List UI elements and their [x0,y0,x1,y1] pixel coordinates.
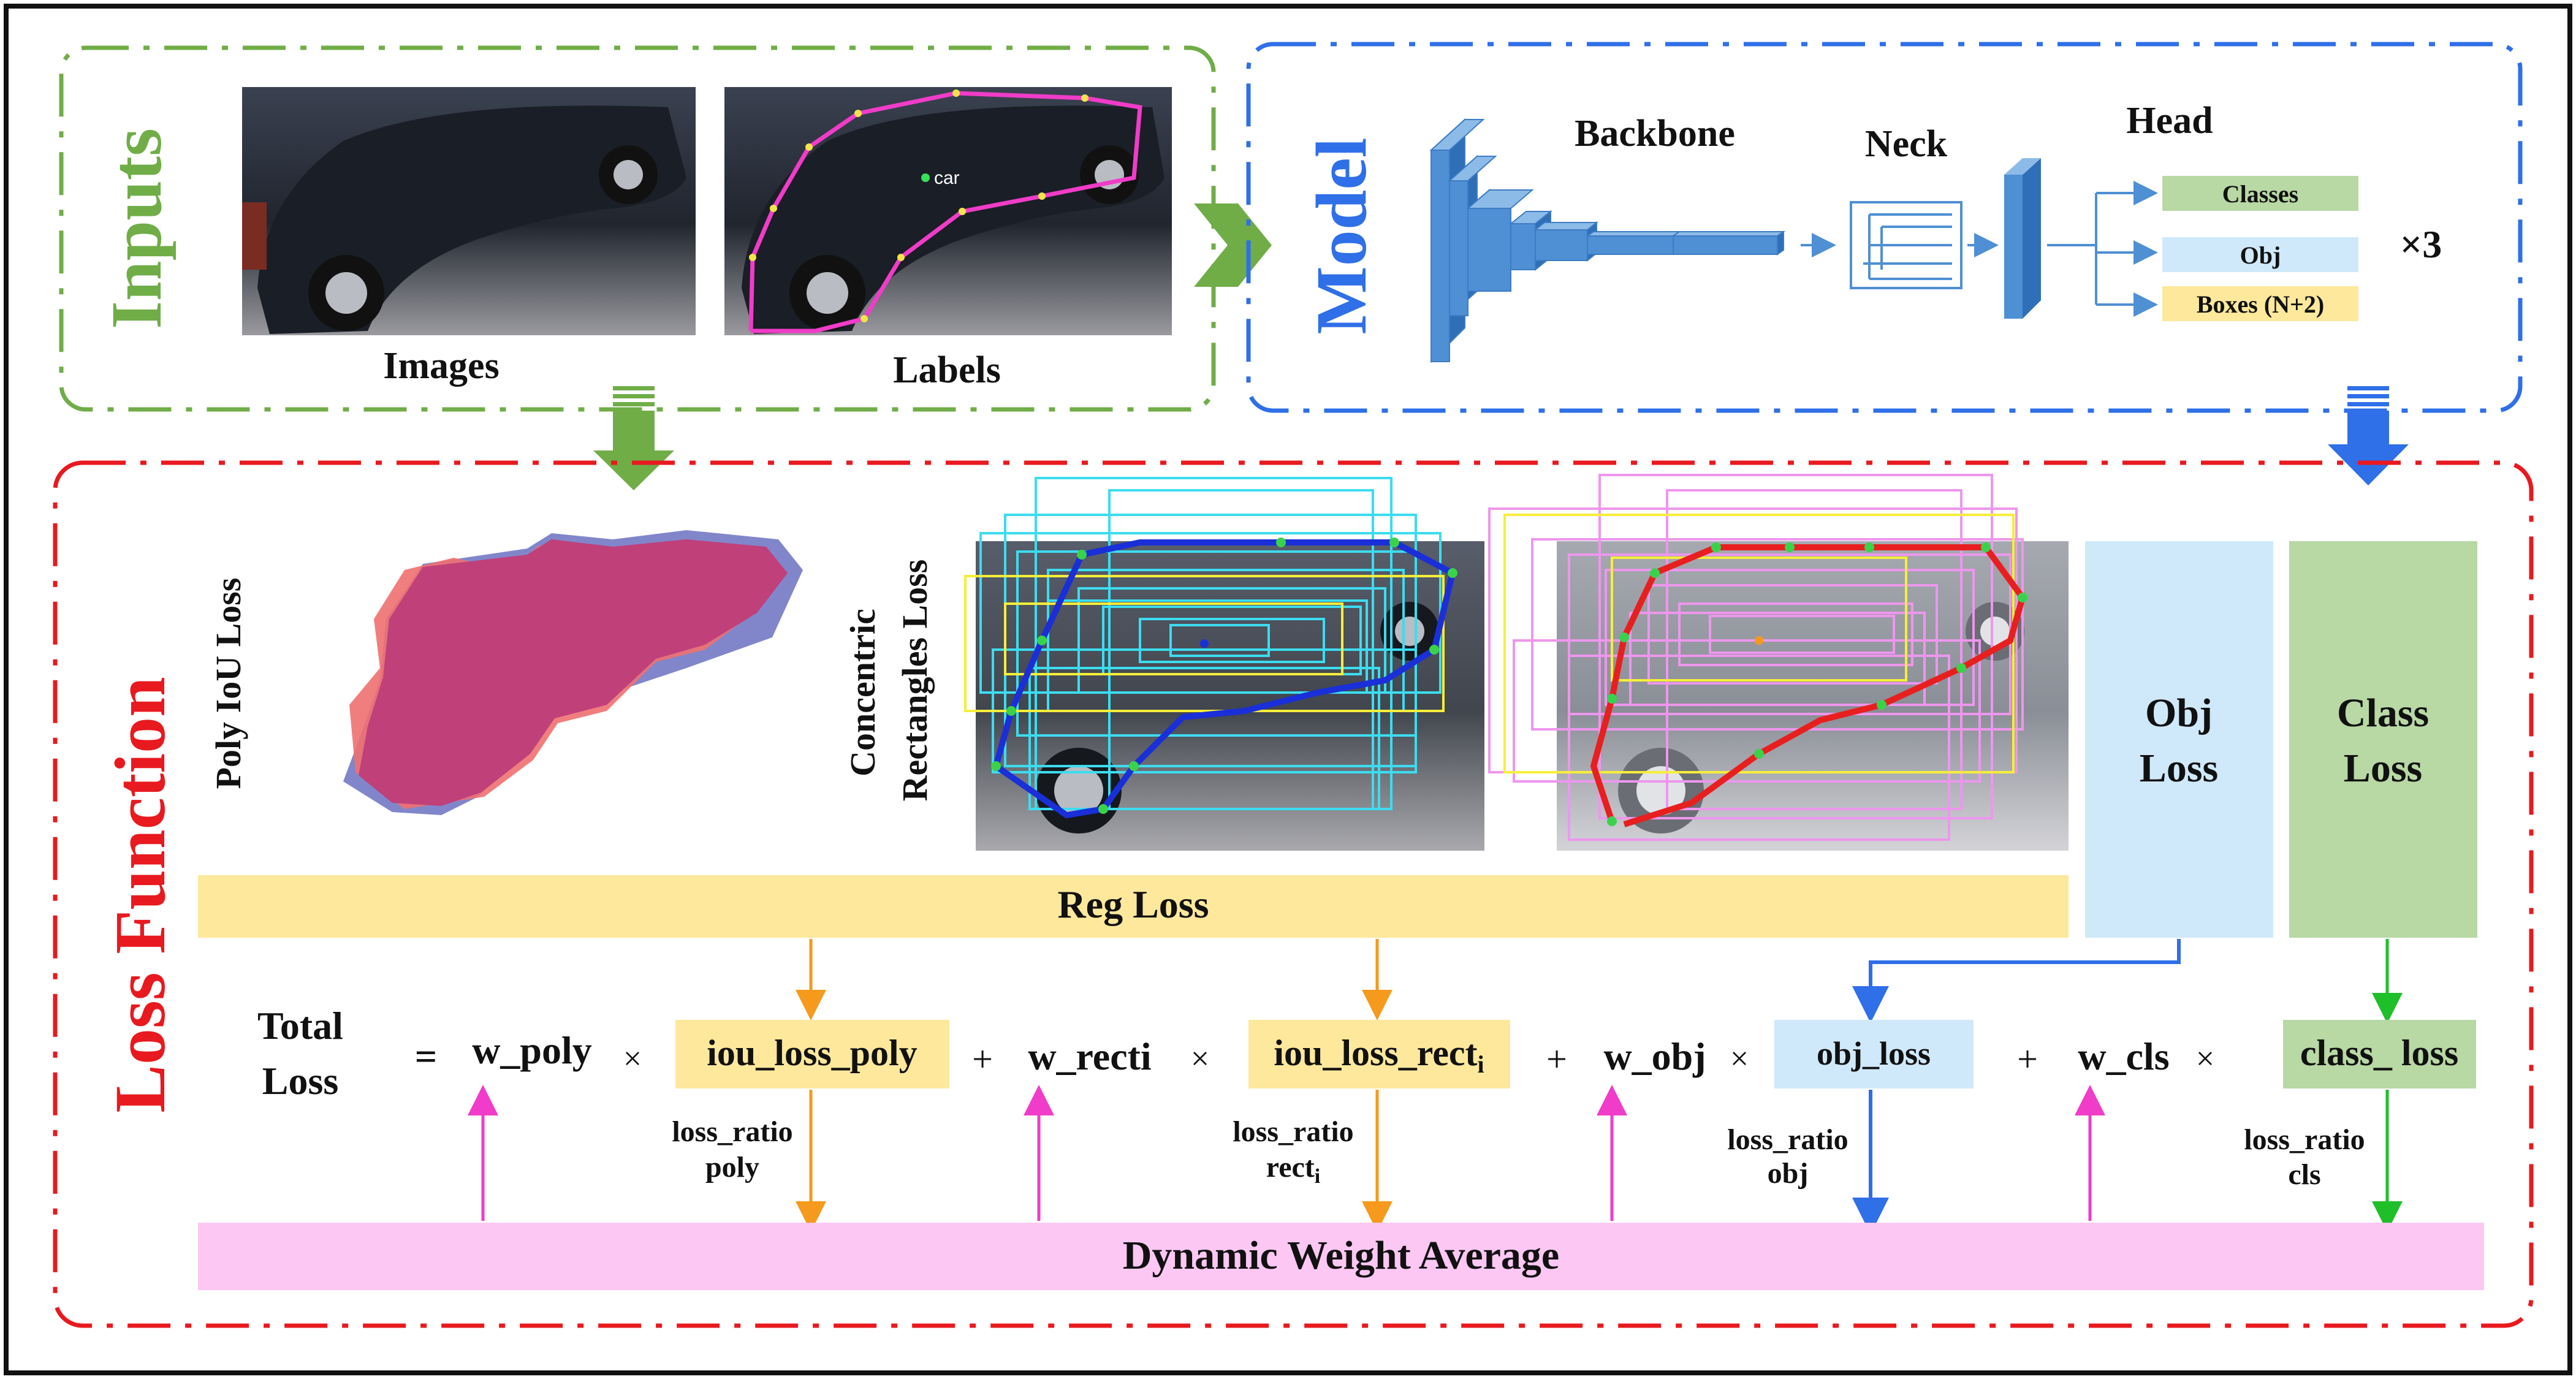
cls-ratio-label-1: loss_ratio [2244,1123,2365,1156]
concentric-blue-image [964,477,1484,851]
rect-ratio-text: rect [1266,1151,1315,1183]
plus-sign-1: + [972,1039,993,1079]
inputs-title: Inputs [96,128,177,329]
w-recti-term: w_recti [1028,1035,1151,1078]
poly-iou-label: Poly IoU Loss [208,578,248,789]
class-loss-label-2: Loss [2344,746,2422,791]
obj-to-equation-arrow [1852,939,2181,1023]
concentric-label-1: Concentric [843,609,883,777]
reg-loss-label: Reg Loss [1057,883,1209,926]
obj-output-label: Obj [2240,241,2281,269]
concentric-red-image [1488,474,2069,851]
model-title: Model [1301,137,1381,334]
class-loss-label-1: Class [2337,691,2429,735]
inputs-down-arrow [593,386,674,490]
total-loss-label-1: Total [257,1004,343,1047]
car-tag-dot [921,173,930,182]
total-loss-label-2: Loss [262,1059,339,1103]
poly-ratio-label-1: loss_ratio [672,1115,792,1148]
w-obj-term: w_obj [1603,1035,1706,1078]
obj-ratio-label-1: loss_ratio [1727,1123,1848,1156]
boxes-output-label: Boxes (N+2) [2197,291,2324,318]
head-label: Head [2126,100,2213,142]
poly-ratio-label-2: poly [705,1151,759,1183]
boxes-output-box [2162,286,2358,321]
obj-ratio-label-2: obj [1768,1157,1809,1190]
backbone-blocks [1429,118,1786,363]
images-label: Images [383,345,499,387]
loss-title: Loss Function [100,677,180,1112]
iou-loss-rect-box [1248,1020,1510,1088]
times-sign-2: × [1191,1040,1209,1077]
outer-frame [4,4,2572,1375]
times-sign-1: × [623,1040,642,1077]
dwa-label: Dynamic Weight Average [1123,1233,1559,1278]
classes-output-box [2162,176,2358,211]
cls-ratio-label-2: cls [2288,1158,2320,1191]
times-sign-3: × [1730,1040,1749,1077]
polygon-annotation [748,91,1142,333]
backbone-label: Backbone [1575,113,1735,154]
multiplier-label: ×3 [2400,222,2442,266]
plus-sign-2: + [1546,1039,1567,1079]
neck-block [1850,201,1962,289]
inputs-panel [59,45,1216,412]
head-block [2004,158,2041,319]
head-branches [2047,181,2158,317]
input-image [242,87,696,335]
w-poly-term: w_poly [472,1028,592,1072]
iou-loss-rect-text: iou_loss_rect [1274,1033,1477,1073]
loss-panel [53,460,2534,1328]
obj-loss-term: obj_loss [1817,1035,1931,1072]
class-loss-term-box [2283,1020,2476,1088]
dwa-bar [198,1223,2484,1290]
iou-loss-poly-box [675,1020,949,1088]
obj-loss-label-1: Obj [2145,691,2213,735]
times-sign-4: × [2196,1040,2214,1077]
car-tag: car [934,168,960,188]
neck-label: Neck [1865,123,1948,165]
reg-loss-bar [198,875,2069,938]
obj-loss-term-box [1774,1020,1974,1088]
labels-label: Labels [893,349,1001,391]
iou-loss-poly-term: iou_loss_poly [707,1033,917,1073]
label-image: car [724,87,1172,335]
equals-sign: = [415,1035,437,1078]
obj-output-box [2162,237,2358,272]
iou-loss-rect-term: iou_loss_recti [1274,1033,1484,1078]
obj-loss-label-2: Loss [2140,746,2218,791]
class-loss-box [2289,541,2477,938]
classes-output-label: Classes [2222,180,2298,208]
rect-ratio-subscript: i [1315,1165,1320,1188]
obj-loss-box [2085,541,2273,938]
w-cls-term: w_cls [2078,1035,2169,1078]
rect-ratio-label-2: recti [1266,1151,1320,1188]
iou-loss-rect-subscript: i [1478,1050,1484,1078]
class-loss-term: class_ loss [2300,1033,2458,1073]
plus-sign-3: + [2017,1039,2038,1079]
model-down-arrow [2328,386,2409,485]
concentric-label-2: Rectangles Loss [895,560,935,802]
inputs-to-model-chevron [1194,203,1272,287]
rect-ratio-label-1: loss_ratio [1233,1115,1353,1148]
poly-iou-shapes [343,530,803,815]
model-panel [1246,42,2523,413]
